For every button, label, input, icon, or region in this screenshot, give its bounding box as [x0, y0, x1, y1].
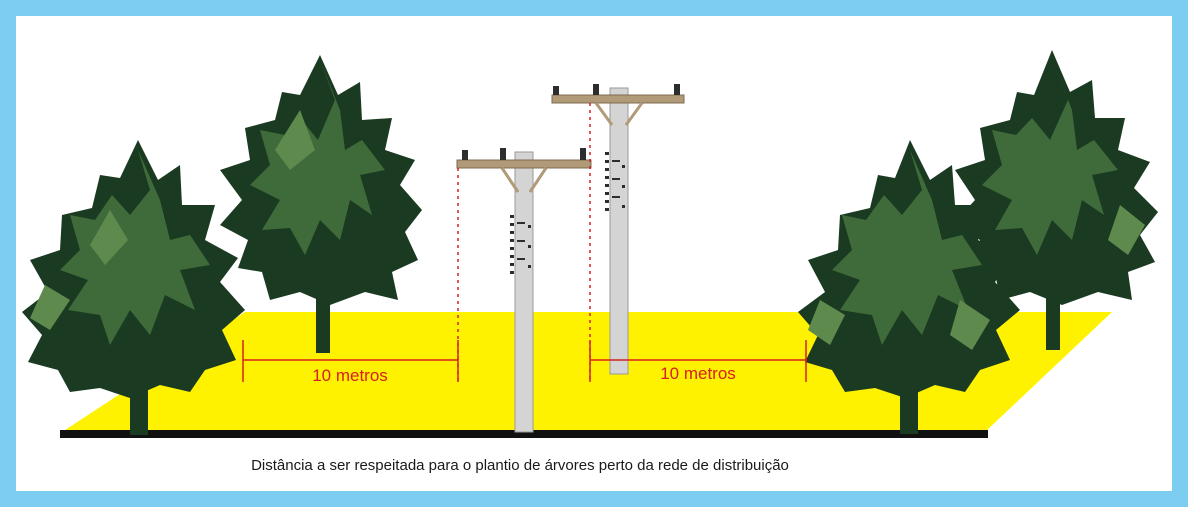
diagram-caption: Distância a ser respeitada para o planti… [251, 457, 789, 474]
distance-label-left: 10 metros [312, 366, 388, 385]
tree-icon [220, 55, 422, 353]
utility-pole-icon [551, 84, 685, 375]
utility-pole-icon [456, 148, 592, 433]
tree-icon [952, 50, 1158, 350]
measure-left: 10 metros [242, 340, 459, 385]
distance-label-right: 10 metros [660, 364, 736, 383]
ground-line [60, 430, 988, 438]
tree-icon [22, 140, 245, 435]
measure-right: 10 metros [589, 340, 807, 383]
tree-icon [798, 140, 1020, 434]
